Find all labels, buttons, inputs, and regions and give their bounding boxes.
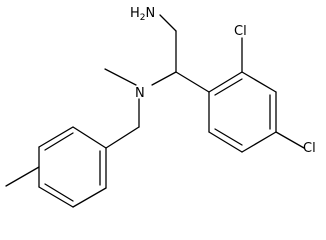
ring1-bond-e [72, 187, 107, 208]
ring2-bond-d [241, 131, 277, 153]
bond-ring2-cl-lower [275, 131, 305, 149]
bond-benzylch2-ring1 [105, 126, 140, 149]
molecule-structure: H2N N Cl Cl [5, 6, 316, 208]
ring2-bond-b [241, 71, 277, 93]
chlorine-lower-label: Cl [303, 141, 316, 156]
bond-ch-n [151, 71, 177, 86]
nitrogen-label: N [135, 86, 145, 101]
ring1-double-1 [44, 132, 74, 151]
ring2-bond-e [208, 131, 243, 153]
ring2-double-1 [214, 78, 243, 96]
ring2-double-3 [214, 128, 243, 146]
ring1-bond-a [72, 126, 107, 149]
structure-canvas: H2N N Cl Cl [5, 6, 316, 208]
amine-label: H2N [130, 6, 155, 23]
ring1-double-2 [44, 183, 74, 202]
bond-ring1-methyl [5, 166, 40, 187]
bond-n-methyl [104, 68, 137, 86]
ring1-bond-d [38, 186, 74, 208]
chlorine-upper-label: Cl [234, 24, 247, 39]
bond-nh2-ch2 [159, 14, 177, 32]
ring2-bond-a [208, 71, 243, 93]
bond-ch-ring2 [175, 71, 210, 93]
ring1-bond-b [38, 126, 74, 148]
bond-group [5, 14, 305, 208]
